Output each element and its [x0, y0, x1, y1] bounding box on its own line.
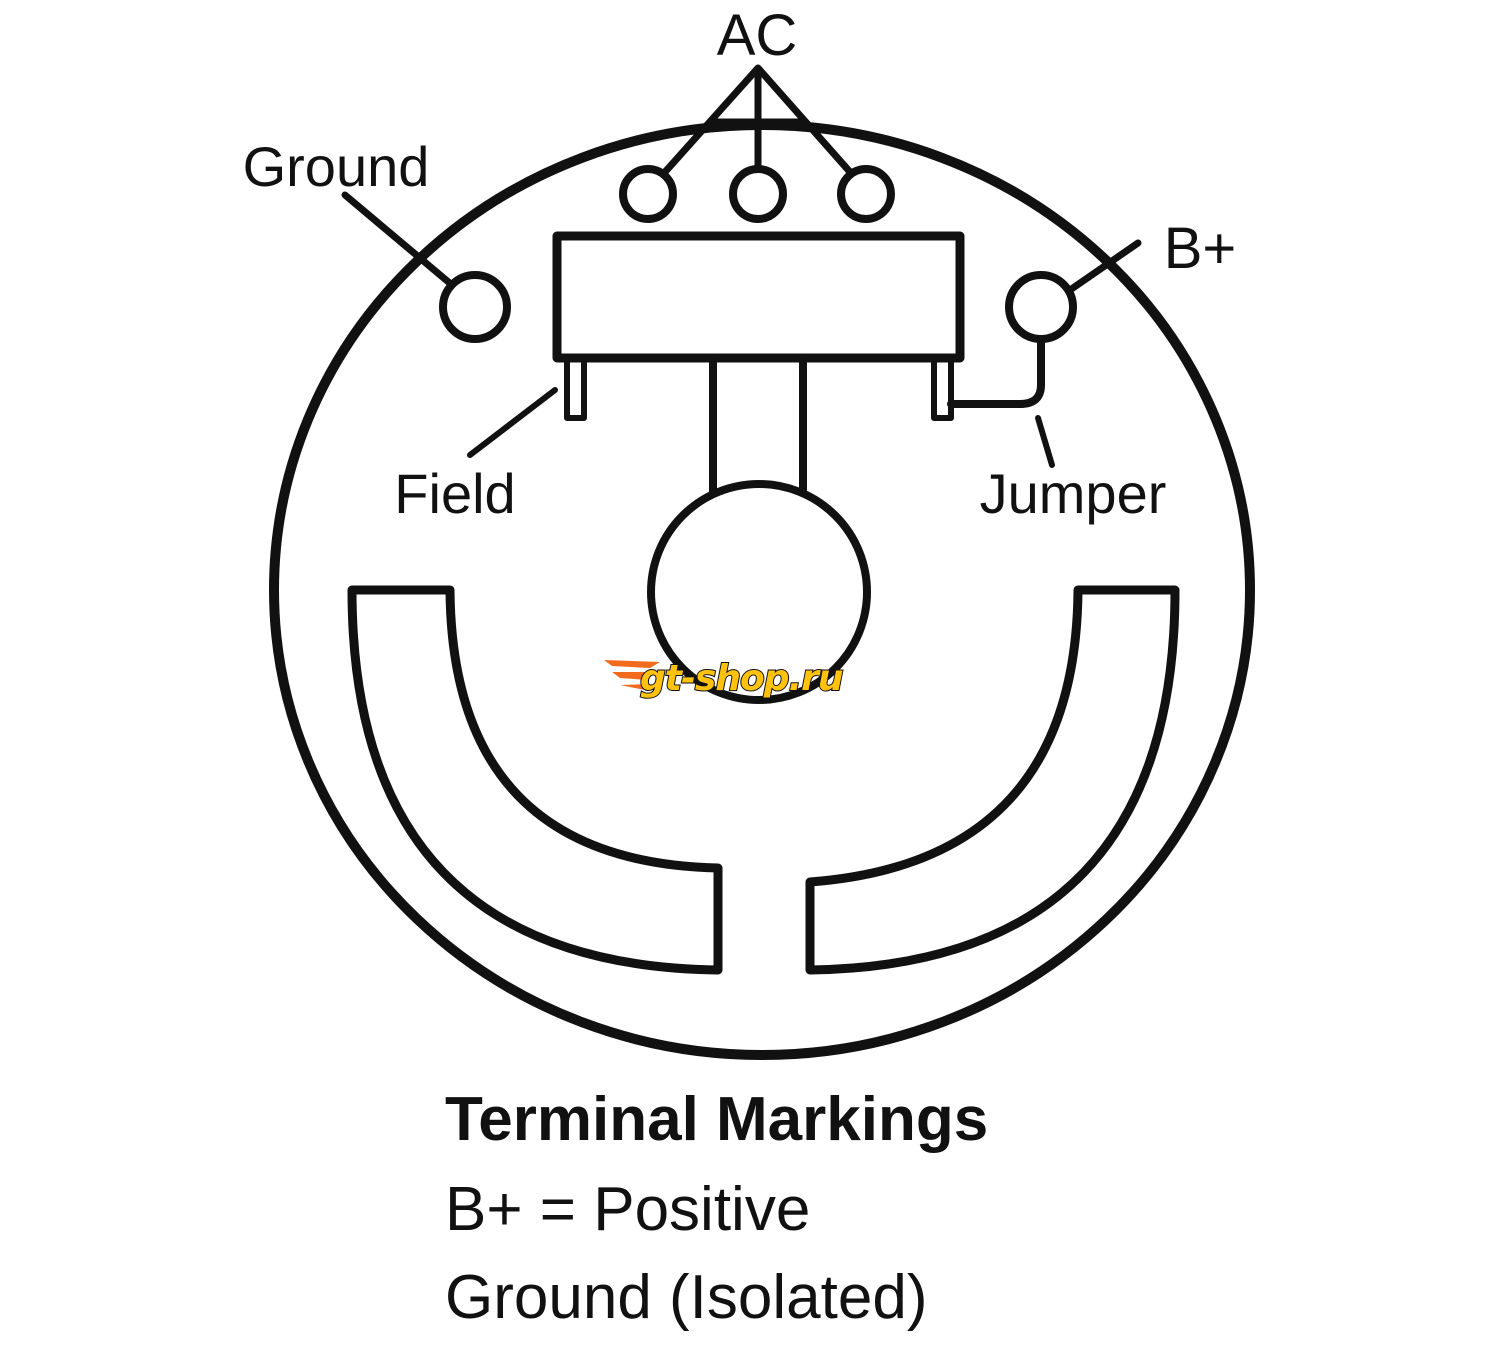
center-bearing [647, 480, 871, 704]
field-pin [564, 355, 587, 421]
ac-terminal-2 [729, 165, 787, 223]
speed-streaks-icon [604, 660, 660, 690]
jumper-wire [947, 335, 1045, 408]
ac-terminal-1 [619, 165, 677, 223]
left-slot [347, 585, 723, 975]
field-leader [467, 387, 558, 458]
ac-leader-lines [661, 64, 854, 176]
jumper-pin [931, 355, 954, 421]
watermark-text: gt-shop.ru [640, 658, 843, 699]
ground-label: Ground [243, 135, 430, 198]
b-plus-label: B+ [1164, 216, 1237, 281]
watermark-logo: gt-shop.ru [604, 657, 845, 700]
ac-terminal-3 [837, 165, 895, 223]
ac-label: AC [717, 3, 798, 68]
jumper-label: Jumper [980, 462, 1167, 525]
jumper-leader [1035, 415, 1055, 468]
ground-terminal [439, 271, 511, 343]
b-plus-leader [1066, 239, 1142, 294]
ground-leader [341, 191, 456, 289]
field-label: Field [394, 462, 515, 525]
legend-line-positive: B+ = Positive [445, 1175, 810, 1244]
right-slot [805, 585, 1180, 975]
legend-line-ground: Ground (Isolated) [445, 1263, 927, 1332]
b-plus-terminal [1005, 271, 1077, 343]
legend-title: Terminal Markings [445, 1085, 988, 1154]
regulator-block [552, 231, 965, 363]
